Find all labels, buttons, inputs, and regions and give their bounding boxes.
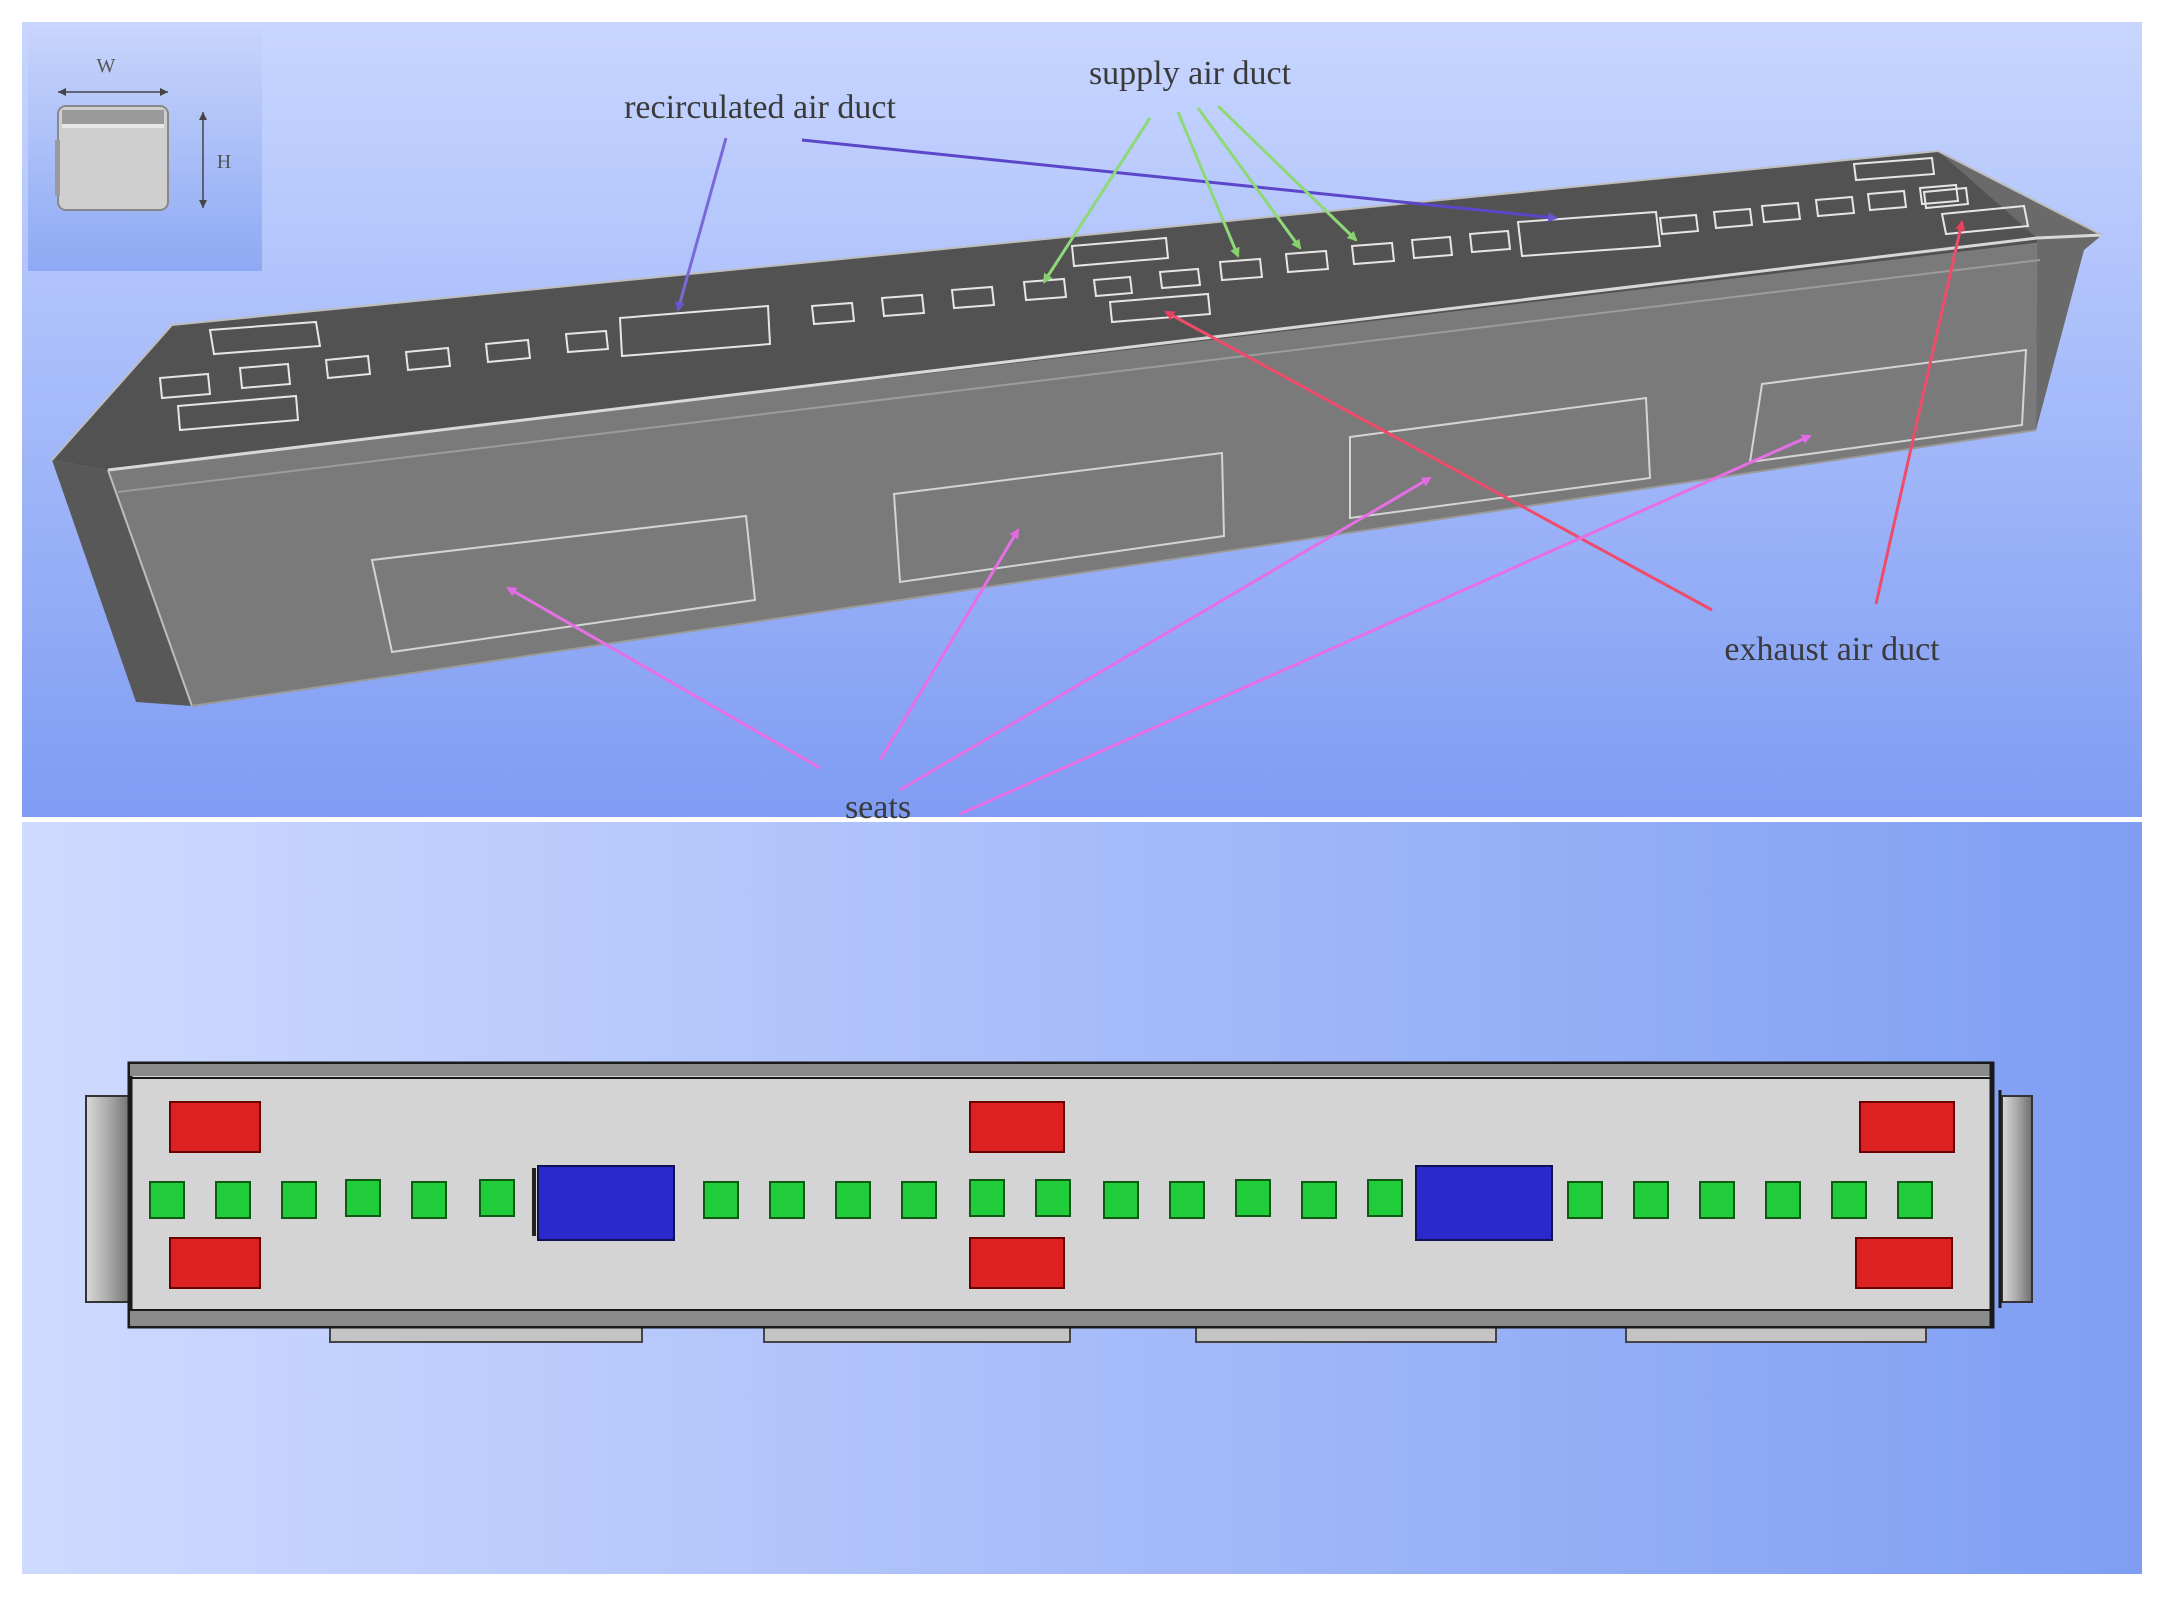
recirculated-arrow [675,137,728,312]
cross-section-inset: W H [28,28,262,271]
seat-arrow [506,586,821,770]
roof-vents [158,156,2030,432]
seat-arrow [959,434,1812,816]
annotation-arrows [506,104,1966,816]
exhaust-air-duct-label: exhaust air duct [1724,631,1940,668]
exhaust-arrow [1164,310,1713,612]
supply-arrow [1176,111,1240,258]
seat-arrow [878,528,1020,761]
supply-vents [149,1179,1933,1219]
carriage-plan-view [85,1061,2033,1343]
exhaust-vents [169,1101,1955,1289]
width-label: W [97,55,116,77]
seats-label: seats [845,789,911,826]
height-label: H [217,151,231,173]
supply-arrow [1196,107,1302,250]
recirculated-arrow [801,138,1558,223]
recirculated-air-duct-label: recirculated air duct [624,89,896,126]
supply-arrow [1042,117,1152,284]
supply-air-duct-label: supply air duct [1089,55,1292,92]
recirculated-vents [537,1165,1553,1241]
seat-arrow [899,476,1432,792]
seat-outlines [370,348,2028,654]
carriage-3d-model [51,149,2103,707]
supply-arrow [1216,104,1358,242]
exhaust-arrow [1874,220,1966,605]
